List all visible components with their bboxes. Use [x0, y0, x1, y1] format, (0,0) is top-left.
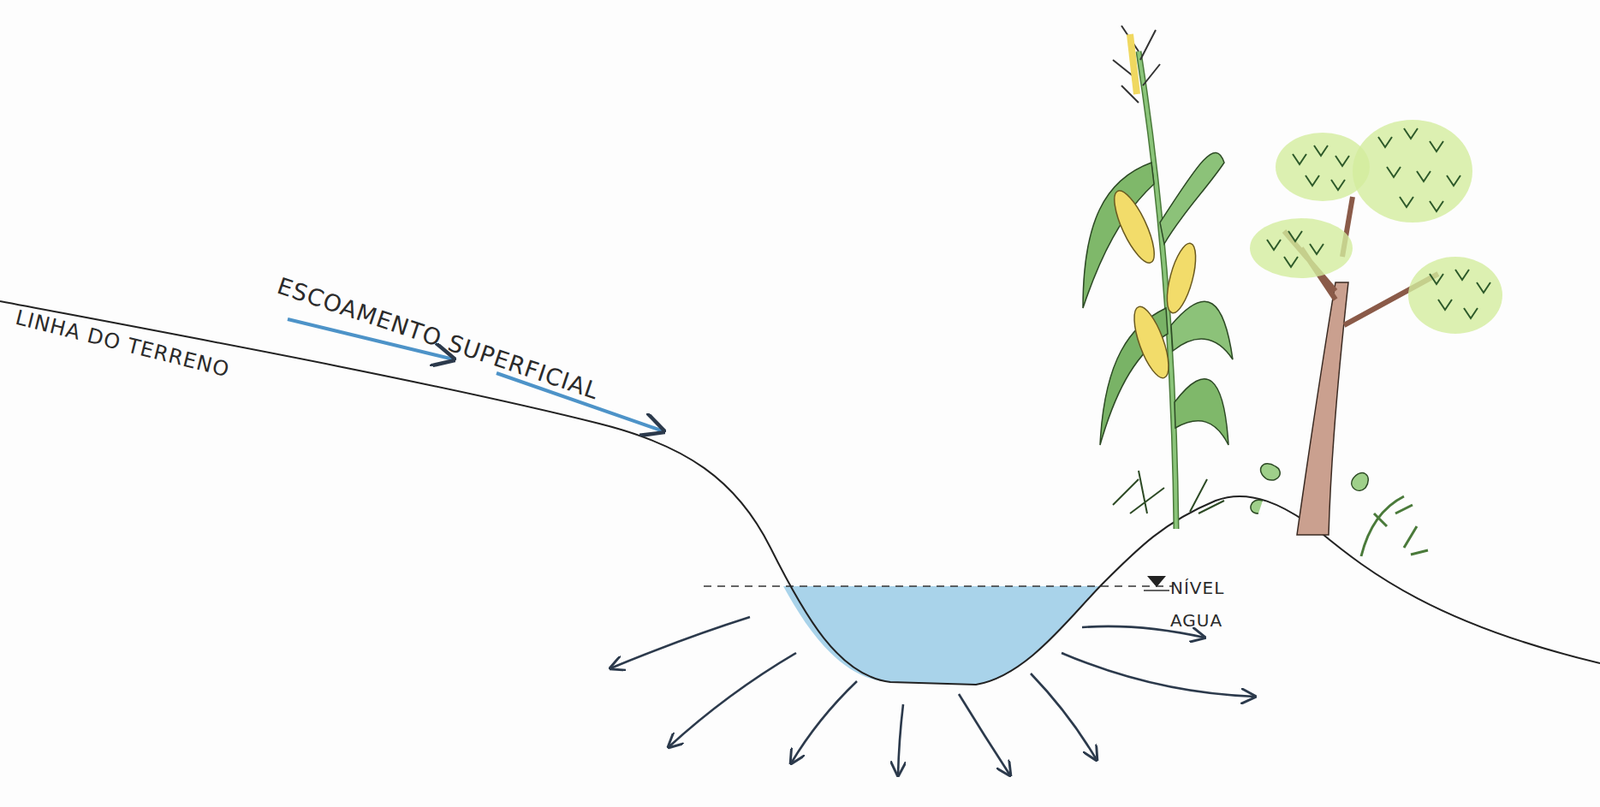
water-level-symbol: [1143, 589, 1170, 591]
water-level-line: [703, 585, 1174, 588]
tree: [1249, 119, 1503, 557]
maize-plant: [1082, 25, 1233, 530]
terrain-line: [0, 301, 1600, 685]
infiltration-arrows: [610, 617, 1256, 776]
water-body: [783, 586, 1101, 685]
water-level-label: NÍVEL AGUA: [1170, 571, 1239, 637]
runoff-label: ESCOAMENTO SUPERFICIAL: [273, 272, 770, 461]
water-level-symbol: [1147, 576, 1166, 588]
